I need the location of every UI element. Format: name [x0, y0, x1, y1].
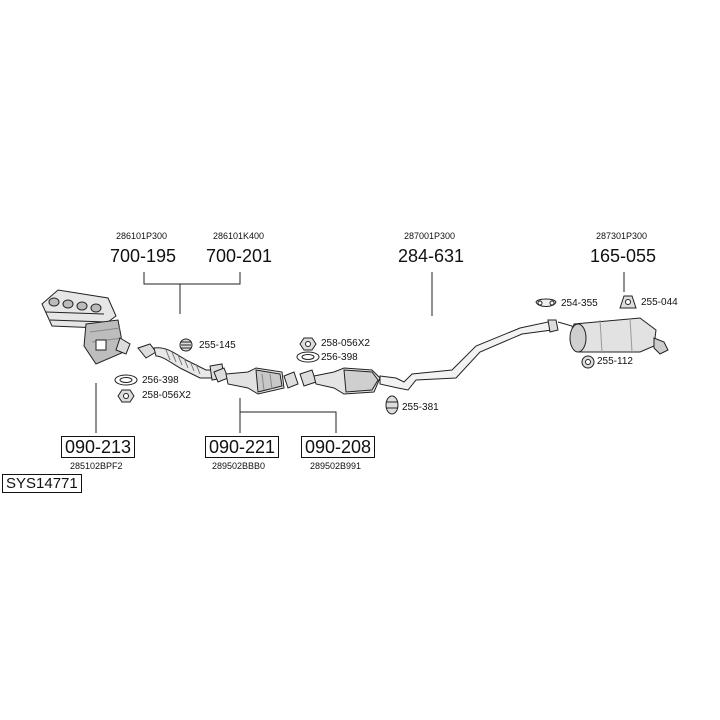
- rubber-mount-icon-255-381: [385, 395, 399, 415]
- oem-number-289502BBB0: 289502BBB0: [212, 461, 266, 471]
- nut-icon-258-056X2-left: [117, 389, 135, 403]
- clamp-icon-254-355: [535, 298, 557, 307]
- part-number-090-208[interactable]: 090-208: [301, 436, 376, 458]
- accessory-label-255-145[interactable]: 255-145: [199, 340, 236, 351]
- leader-line-700-195-700-201: [143, 272, 241, 314]
- accessory-label-256-398-left[interactable]: 256-398: [142, 375, 179, 386]
- gasket-icon-256-398-left: [114, 374, 138, 386]
- catalytic-converter-drawing: [213, 367, 299, 395]
- accessory-label-255-044[interactable]: 255-044: [641, 297, 678, 308]
- rear-silencer-drawing: [557, 317, 669, 355]
- system-code: SYS14771: [2, 474, 82, 493]
- part-number-090-221[interactable]: 090-221: [205, 436, 280, 458]
- accessory-label-258-056X2-left[interactable]: 258-056X2: [142, 390, 191, 401]
- oem-number-285102BPF2: 285102BPF2: [70, 461, 123, 471]
- gasket-icon-256-398-right: [296, 351, 320, 363]
- oem-number-286101K400: 286101K400: [213, 231, 265, 241]
- hanger-icon-255-044: [619, 295, 637, 309]
- accessory-label-255-381[interactable]: 255-381: [402, 402, 439, 413]
- part-number-165-055[interactable]: 165-055: [590, 246, 657, 266]
- exhaust-manifold-drawing: [41, 289, 131, 365]
- accessory-label-255-112[interactable]: 255-112: [597, 356, 633, 367]
- centre-silencer-drawing: [299, 319, 559, 395]
- oem-number-287001P300: 287001P300: [404, 231, 456, 241]
- spring-icon-255-145: [179, 338, 193, 352]
- accessory-label-258-056X2-right[interactable]: 258-056X2: [321, 338, 370, 349]
- rubber-ring-icon-255-112: [581, 355, 595, 369]
- part-number-700-201[interactable]: 700-201: [206, 246, 273, 266]
- accessory-label-254-355[interactable]: 254-355: [561, 298, 598, 309]
- nut-icon-258-056X2-right: [299, 337, 317, 351]
- part-number-090-213[interactable]: 090-213: [61, 436, 136, 458]
- oem-number-289502B991: 289502B991: [310, 461, 362, 471]
- part-number-284-631[interactable]: 284-631: [398, 246, 465, 266]
- leader-line-090-221-090-208: [239, 398, 337, 433]
- oem-number-286101P300: 286101P300: [116, 231, 168, 241]
- accessory-label-256-398-right[interactable]: 256-398: [321, 352, 358, 363]
- oem-number-287301P300: 287301P300: [596, 231, 648, 241]
- part-number-700-195[interactable]: 700-195: [110, 246, 177, 266]
